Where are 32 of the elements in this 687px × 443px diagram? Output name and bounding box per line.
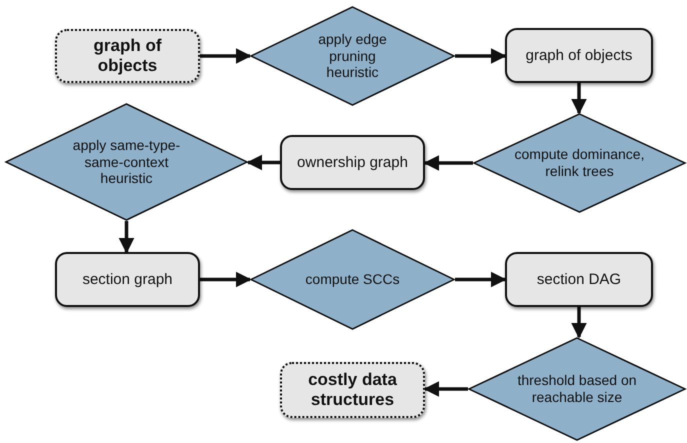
arrow [455, 272, 507, 288]
arrow [571, 307, 587, 339]
node-label: ownership graph [297, 154, 408, 172]
node-label: compute SCCs [305, 271, 400, 288]
arrow [455, 48, 507, 64]
process-box [55, 252, 200, 307]
decision-diamond [250, 6, 455, 106]
node-label: graph of objects [526, 46, 632, 64]
process-box [505, 28, 653, 83]
arrow [571, 83, 587, 115]
decision-diamond [5, 103, 248, 221]
arrow [200, 48, 252, 64]
arrow [200, 272, 252, 288]
node-label: compute dominance, relink trees [514, 146, 644, 180]
arrow [118, 221, 134, 254]
decision-diamond [473, 113, 686, 213]
decision-diamond [468, 337, 686, 441]
node-label: costly data structures [307, 370, 398, 410]
node-label: graph of objects [92, 36, 162, 76]
node-label: section graph [82, 270, 173, 288]
node-label: threshold based on reachable size [516, 372, 638, 406]
arrow [423, 155, 473, 171]
process-box [280, 135, 425, 190]
decision-diamond [250, 229, 455, 330]
node-label: apply same-type-same-context heuristic [72, 136, 182, 188]
terminal-box [280, 362, 425, 418]
process-box [505, 252, 653, 307]
node-label: section DAG [536, 270, 622, 288]
arrow [246, 154, 280, 170]
terminal-box [55, 29, 200, 83]
node-label: apply edge pruning heuristic [317, 30, 388, 82]
arrow [423, 381, 468, 397]
